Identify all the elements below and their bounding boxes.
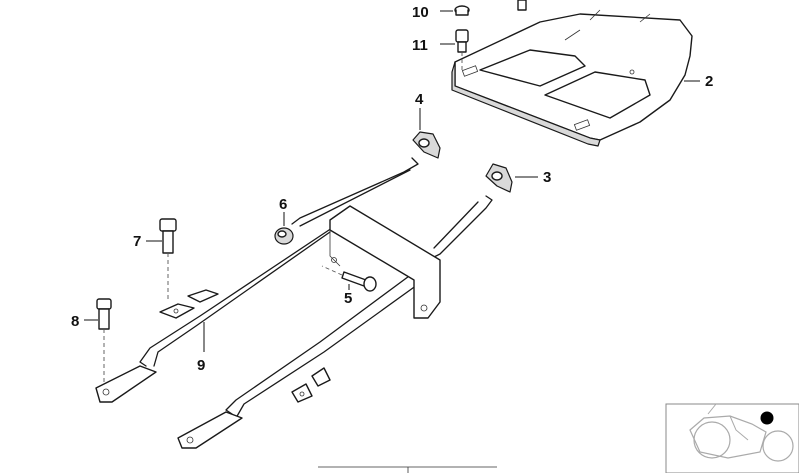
locator-dot [760, 411, 774, 425]
callout-5: 5 [344, 290, 352, 307]
callout-6: 6 [279, 196, 287, 213]
callout-8: 8 [71, 313, 79, 330]
callout-9: 9 [197, 357, 205, 374]
title-block-lines [318, 466, 497, 473]
cap-part [440, 5, 470, 16]
callout-4: 4 [415, 91, 424, 108]
grommet-part-6 [274, 212, 294, 245]
buffer-part-3 [485, 163, 538, 193]
bolt-part-7 [146, 218, 177, 302]
callout-2: 2 [705, 73, 713, 90]
bolt-part-8 [84, 298, 112, 384]
rack-bolt-top [517, 0, 527, 11]
callout-7: 7 [133, 233, 141, 250]
buffer-part-4 [412, 108, 441, 159]
callout-3: 3 [543, 169, 551, 186]
luggage-rack-platform [451, 9, 700, 147]
callout-11: 11 [412, 37, 428, 54]
carrier-frame [95, 157, 493, 449]
motorcycle-locator-icon [665, 403, 799, 473]
bolt-part-5 [321, 265, 377, 292]
bolt-part-11 [440, 29, 469, 72]
callout-10: 10 [412, 4, 429, 21]
